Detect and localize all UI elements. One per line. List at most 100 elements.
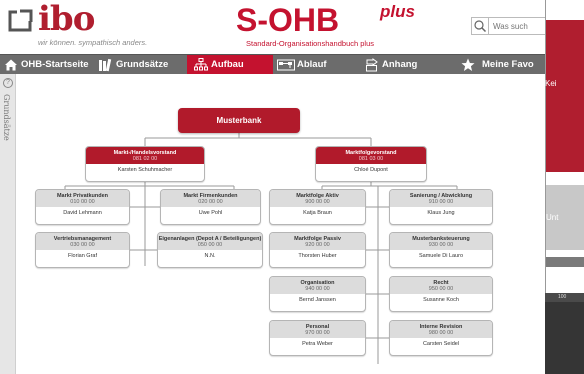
background-red-text: Kei <box>545 79 557 88</box>
org-chart-icon <box>194 58 208 71</box>
logo-text: ibo <box>38 0 95 39</box>
unit-code: 950 00 00 <box>428 286 454 292</box>
help-icon[interactable]: ? <box>3 78 13 88</box>
app-title-plus: plus <box>380 2 415 21</box>
nav-item-ablauf[interactable]: Ablauf <box>273 55 358 75</box>
ibo-logo-icon <box>8 8 34 32</box>
unit-code: 010 00 00 <box>70 199 95 205</box>
search-input[interactable] <box>489 17 545 35</box>
org-connector-lines <box>64 133 458 364</box>
board-code: 081 03 00 <box>358 156 384 162</box>
search-icon <box>474 20 487 33</box>
attachment-icon <box>366 58 378 72</box>
unit-code: 030 00 00 <box>70 242 95 248</box>
org-unit-eigenanlagen[interactable]: Eigenanlagen (Depot A / Beteiligungen)05… <box>157 232 263 268</box>
star-icon <box>461 58 475 71</box>
nav-item-anhang[interactable]: Anhang <box>358 55 454 75</box>
main-nav: OHB-Startseite Grundsätze <box>0 54 545 75</box>
nav-item-aufbau[interactable]: Aufbau <box>187 55 273 75</box>
background-bar <box>546 257 584 267</box>
unit-person: N.N. <box>204 253 216 259</box>
unit-title: Marktfolge Aktiv <box>296 193 339 199</box>
unit-title: Interne Revision <box>419 324 463 330</box>
main-window: ibo wir können. sympathisch anders. S-OH… <box>0 0 545 374</box>
unit-code: 940 00 00 <box>305 286 330 292</box>
nav-label: Meine Favo <box>482 59 534 70</box>
unit-person: Katja Braun <box>303 210 332 216</box>
unit-code: 930 00 00 <box>428 242 454 248</box>
unit-person: David Lehmann <box>63 210 102 216</box>
unit-title: Marktfolge Passiv <box>294 236 341 242</box>
unit-person: Klaus Jung <box>427 210 455 216</box>
unit-person: Samuele Di Lauro <box>418 253 464 259</box>
search-button[interactable] <box>471 17 489 35</box>
unit-person: Petra Weber <box>302 341 333 347</box>
unit-title: Musterbanksteuerung <box>412 236 470 242</box>
nav-label: Anhang <box>382 59 418 70</box>
unit-person: Bernd Janssen <box>299 297 336 303</box>
unit-person: Uwe Pohl <box>198 210 223 216</box>
zoom-level: 100 <box>558 294 567 300</box>
unit-title: Eigenanlagen (Depot A / Beteiligungen) <box>158 236 262 242</box>
books-icon <box>99 58 112 72</box>
home-icon <box>5 59 17 71</box>
background-red-panel: Kei <box>545 20 584 172</box>
board-person: Karsten Schuhmacher <box>117 167 173 173</box>
unit-person: Carsten Seidel <box>422 341 460 347</box>
unit-code: 910 00 00 <box>428 199 454 205</box>
unit-person: Thorsten Huber <box>298 253 337 259</box>
unit-code: 900 00 00 <box>305 199 330 205</box>
unit-person: Florian Graf <box>67 253 98 259</box>
app-title: S-OHB <box>236 2 340 38</box>
unit-code: 970 00 00 <box>305 330 330 336</box>
unit-title: Vertriebsmanagement <box>53 236 112 242</box>
unit-code: 980 00 00 <box>428 330 454 336</box>
background-grey-panel <box>546 185 584 250</box>
sidebar-tab-grundsaetze[interactable]: Grundsätze <box>2 94 11 141</box>
background-status-bar: 100 <box>545 293 584 302</box>
unit-title: Personal <box>305 324 330 330</box>
unit-title: Organisation <box>300 280 335 286</box>
unit-title: Sanierung / Abwicklung <box>409 193 473 199</box>
background-window[interactable]: Kei Unt <box>545 0 584 302</box>
nav-label: OHB-Startseite <box>21 59 89 70</box>
board-title: Markt-/Handelsvorstand <box>113 150 177 156</box>
nav-label: Ablauf <box>297 59 327 70</box>
board-title: Marktfolgevorstand <box>345 150 397 156</box>
unit-title: Markt Firmenkunden <box>183 193 238 199</box>
unit-person: Susanne Koch <box>423 297 459 303</box>
board-person: Chloé Dupont <box>354 167 388 173</box>
nav-item-favoriten[interactable]: Meine Favo <box>454 55 545 75</box>
nav-item-home[interactable]: OHB-Startseite <box>0 55 92 75</box>
header: ibo wir können. sympathisch anders. S-OH… <box>0 0 545 54</box>
process-icon <box>277 59 295 71</box>
org-root-musterbank[interactable]: Musterbank <box>178 108 300 133</box>
sidebar: ? Grundsätze <box>0 74 16 374</box>
board-code: 081 02 00 <box>132 156 158 162</box>
background-grey-text: Unt <box>546 213 559 222</box>
logo-tagline: wir können. sympathisch anders. <box>38 38 148 47</box>
unit-title: Markt Privatkunden <box>56 193 109 199</box>
nav-label: Grundsätze <box>116 59 169 70</box>
unit-code: 920 00 00 <box>305 242 330 248</box>
nav-label: Aufbau <box>211 59 244 70</box>
nav-item-grundsaetze[interactable]: Grundsätze <box>92 55 187 75</box>
desktop-background <box>545 302 584 374</box>
unit-title: Recht <box>433 280 449 286</box>
app-subtitle: Standard-Organisationshandbuch plus <box>246 39 375 48</box>
